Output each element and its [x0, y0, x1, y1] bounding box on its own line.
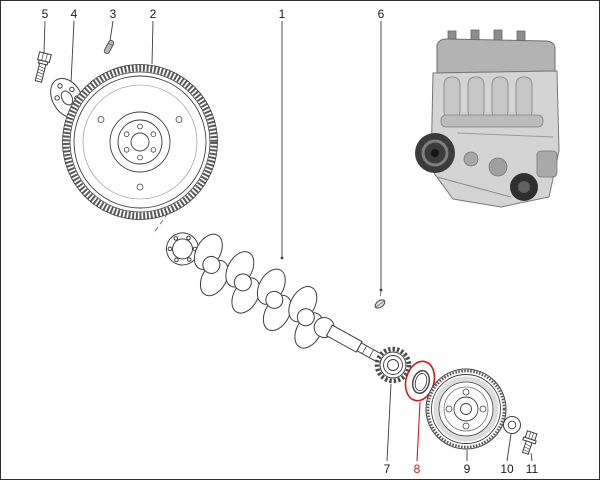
- callout-3: 3: [110, 7, 117, 21]
- callout-6: 6: [378, 7, 385, 21]
- callout-7: 7: [384, 462, 391, 476]
- callout-4: 4: [71, 7, 78, 21]
- callout-11: 11: [526, 462, 539, 476]
- engine-reference-illustration: [415, 29, 560, 208]
- pulley-bolt: [521, 430, 538, 455]
- callout-10: 10: [500, 462, 514, 476]
- crankshaft-pulley: [425, 368, 507, 450]
- woodruff-key: [374, 299, 386, 309]
- highlight-ellipse: [404, 360, 436, 402]
- flywheel-bolt: [34, 51, 52, 83]
- dowel-pin: [103, 39, 115, 55]
- callout-5: 5: [42, 7, 49, 21]
- callout-9: 9: [464, 462, 471, 476]
- leader-lines: [43, 20, 533, 462]
- callout-1: 1: [279, 7, 286, 21]
- crankshaft-sprocket: [374, 346, 412, 384]
- callout-8-highlighted: 8: [414, 462, 421, 476]
- seal-ring: [412, 370, 430, 394]
- flywheel: [62, 64, 218, 220]
- washer: [503, 416, 521, 434]
- leader-8-highlighted: [416, 401, 421, 462]
- crankshaft: [165, 232, 382, 363]
- callout-2: 2: [150, 7, 157, 21]
